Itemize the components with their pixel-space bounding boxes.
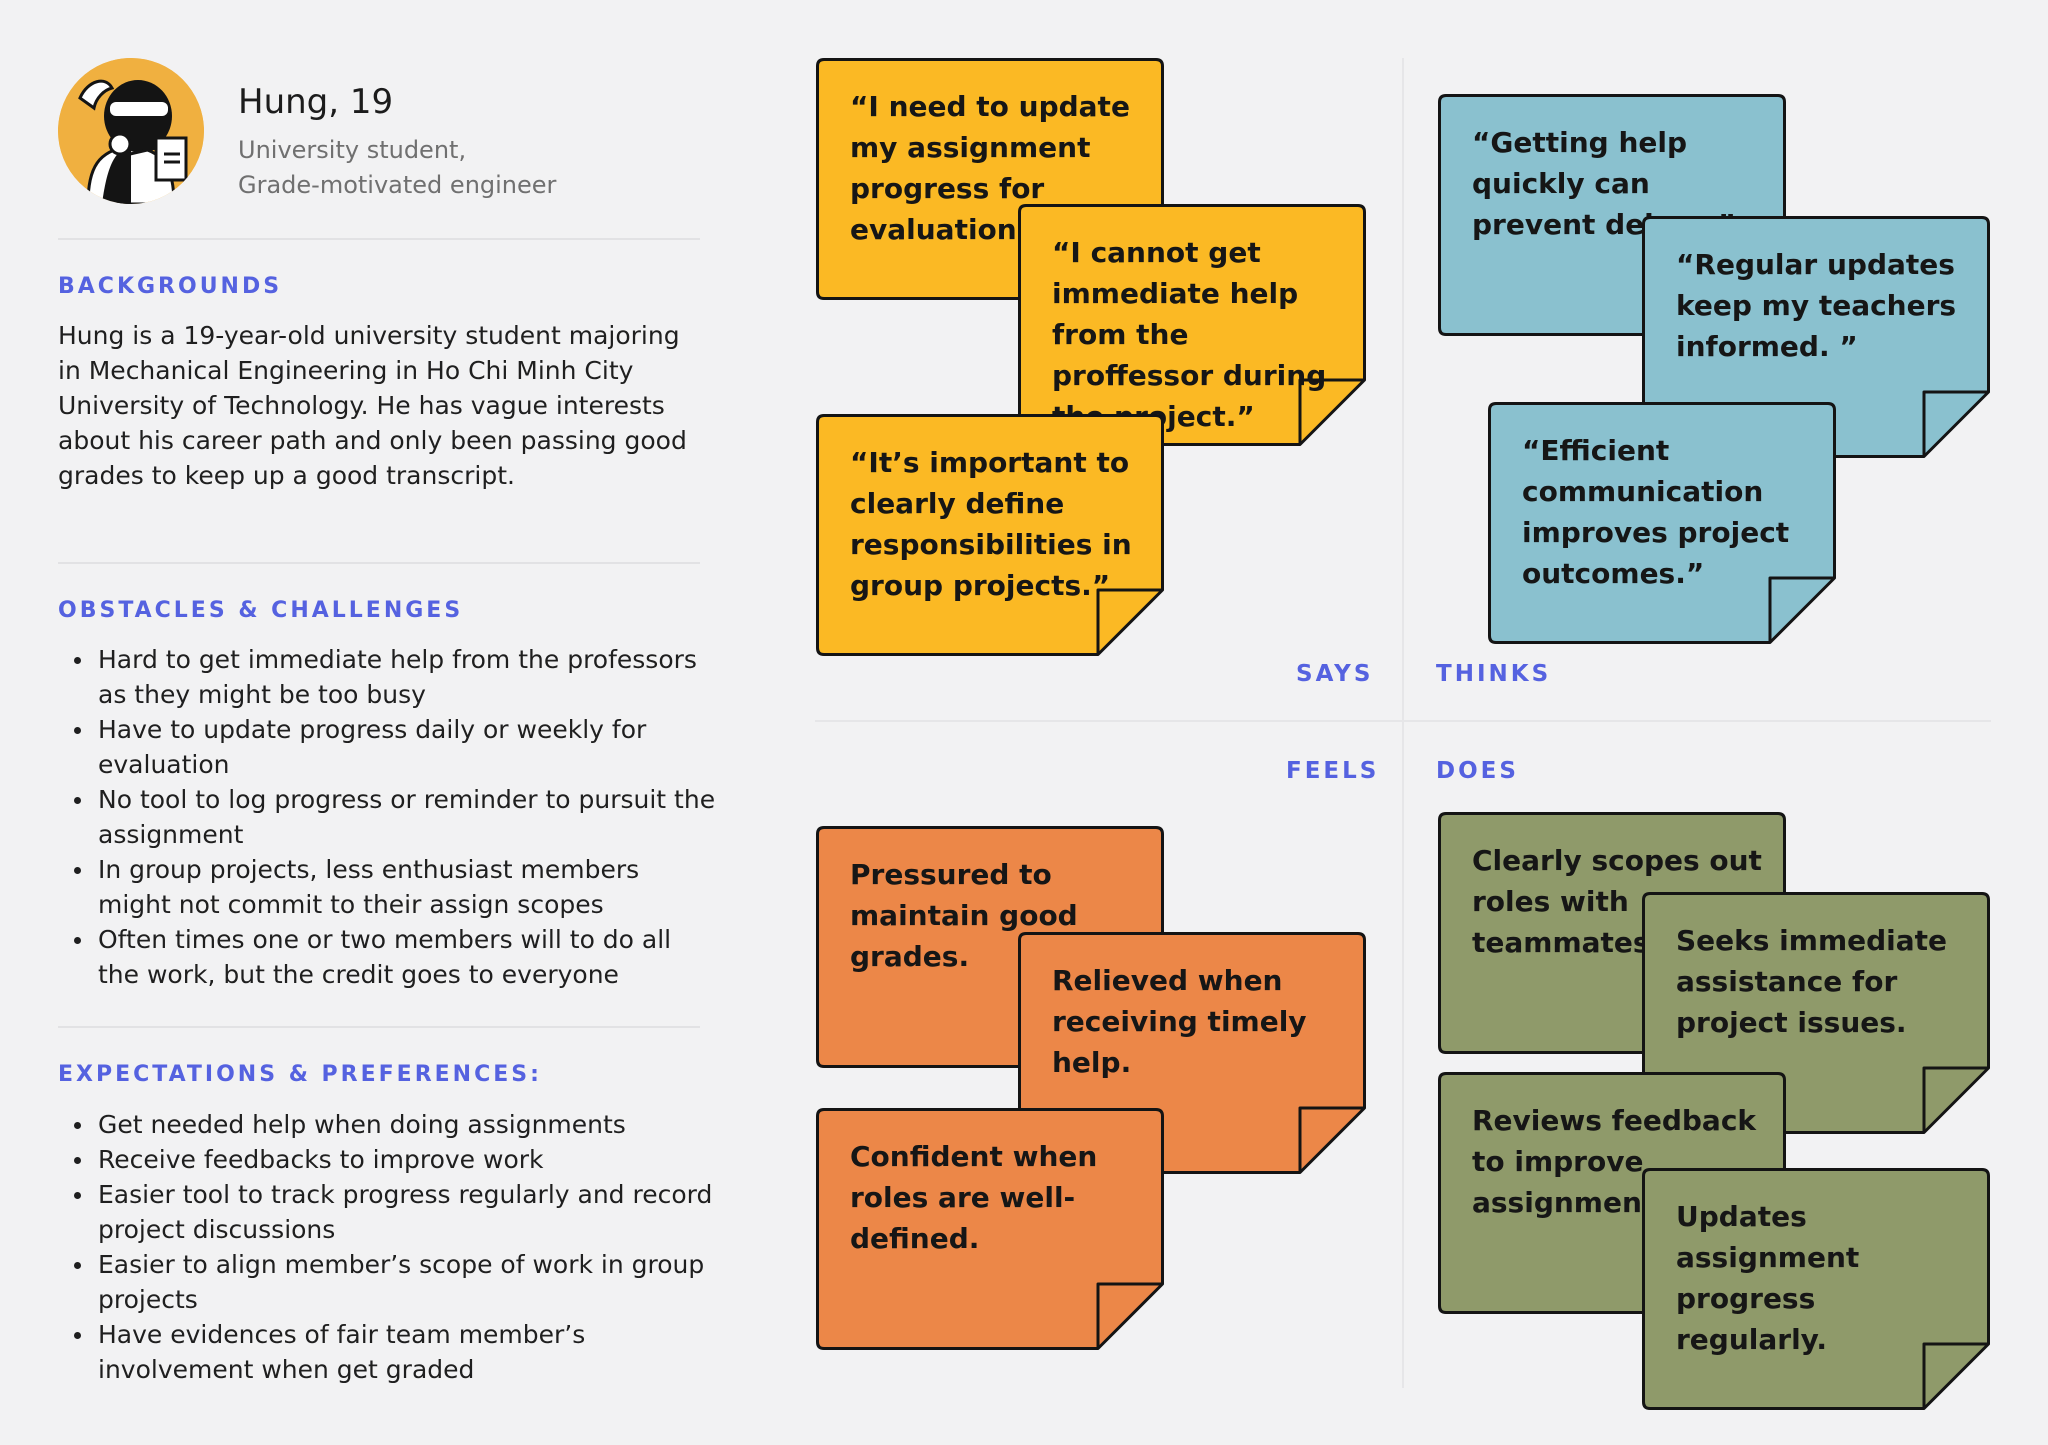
list-item: Receive feedbacks to improve work bbox=[58, 1142, 718, 1177]
sticky-note-text: Confident when roles are well-defined. bbox=[850, 1140, 1098, 1255]
thinks-label: THINKS bbox=[1436, 661, 1552, 687]
persona-role-line-1: University student, bbox=[238, 136, 467, 164]
list-item: Hard to get immediate help from the prof… bbox=[58, 642, 718, 712]
sticky-note-text: “Regular updates keep my teachers inform… bbox=[1676, 248, 1957, 363]
masked-person-avatar-icon bbox=[58, 58, 204, 204]
list-item: Often times one or two members will to d… bbox=[58, 922, 718, 992]
sticky-note-text: “I need to update my assignment progress… bbox=[850, 90, 1130, 246]
sticky-note-says-3: “It’s important to clearly define respon… bbox=[816, 414, 1164, 656]
expectations-list: Get needed help when doing assignments R… bbox=[58, 1107, 718, 1387]
sticky-note-text: Relieved when receiving timely help. bbox=[1052, 964, 1307, 1079]
sticky-note-text: “I cannot get immediate help from the pr… bbox=[1052, 236, 1327, 433]
sticky-note-thinks-2: “Regular updates keep my teachers inform… bbox=[1642, 216, 1990, 458]
sticky-note-text: “It’s important to clearly define respon… bbox=[850, 446, 1132, 602]
sticky-note-says-2: “I cannot get immediate help from the pr… bbox=[1018, 204, 1366, 446]
divider bbox=[58, 238, 700, 240]
quadrant-divider-vertical bbox=[1402, 58, 1404, 1388]
list-item: Have evidences of fair team member’s inv… bbox=[58, 1317, 718, 1387]
backgrounds-text: Hung is a 19-year-old university student… bbox=[58, 321, 687, 490]
sticky-note-shape bbox=[816, 1108, 1164, 1350]
sticky-note-feels-3: Confident when roles are well-defined. bbox=[816, 1108, 1164, 1350]
sticky-note-does-3: Reviews feedback to improve assignments. bbox=[1438, 1072, 1786, 1314]
list-item: Easier to align member’s scope of work i… bbox=[58, 1247, 718, 1317]
list-item: No tool to log progress or reminder to p… bbox=[58, 782, 718, 852]
sticky-note-text: Updates assignment progress regularly. bbox=[1676, 1200, 1860, 1356]
sticky-note-text: Reviews feedback to improve assignments. bbox=[1472, 1104, 1757, 1219]
does-label: DOES bbox=[1436, 758, 1519, 784]
sticky-note-text: Clearly scopes out roles with teammates. bbox=[1472, 844, 1762, 959]
sticky-note-shape bbox=[1642, 1168, 1990, 1410]
sticky-note-text: “Efficient communication improves projec… bbox=[1522, 434, 1790, 590]
divider bbox=[58, 1026, 700, 1028]
expectations-title: EXPECTATIONS & PREFERENCES: bbox=[58, 1062, 542, 1087]
avatar bbox=[58, 58, 204, 204]
sticky-note-says-1: “I need to update my assignment progress… bbox=[816, 58, 1164, 300]
quadrant-divider-horizontal bbox=[815, 720, 1991, 722]
says-label: SAYS bbox=[1296, 661, 1374, 687]
sticky-note-text: Seeks immediate assistance for project i… bbox=[1676, 924, 1948, 1039]
persona-role-line-2: Grade-motivated engineer bbox=[238, 171, 557, 199]
sticky-note-shape bbox=[1488, 402, 1836, 644]
list-item: Have to update progress daily or weekly … bbox=[58, 712, 718, 782]
sticky-note-does-4: Updates assignment progress regularly. bbox=[1642, 1168, 1990, 1410]
sticky-note-text: Pressured to maintain good grades. bbox=[850, 858, 1078, 973]
sticky-note-shape bbox=[816, 414, 1164, 656]
sticky-note-thinks-3: “Efficient communication improves projec… bbox=[1488, 402, 1836, 644]
list-item: Get needed help when doing assignments bbox=[58, 1107, 718, 1142]
persona-name: Hung, 19 bbox=[238, 82, 394, 122]
feels-label: FEELS bbox=[1286, 758, 1380, 784]
obstacles-title: OBSTACLES & CHALLENGES bbox=[58, 598, 464, 623]
backgrounds-title: BACKGROUNDS bbox=[58, 274, 283, 299]
divider bbox=[58, 562, 700, 564]
list-item: Easier tool to track progress regularly … bbox=[58, 1177, 718, 1247]
obstacles-list: Hard to get immediate help from the prof… bbox=[58, 642, 718, 992]
list-item: In group projects, less enthusiast membe… bbox=[58, 852, 718, 922]
